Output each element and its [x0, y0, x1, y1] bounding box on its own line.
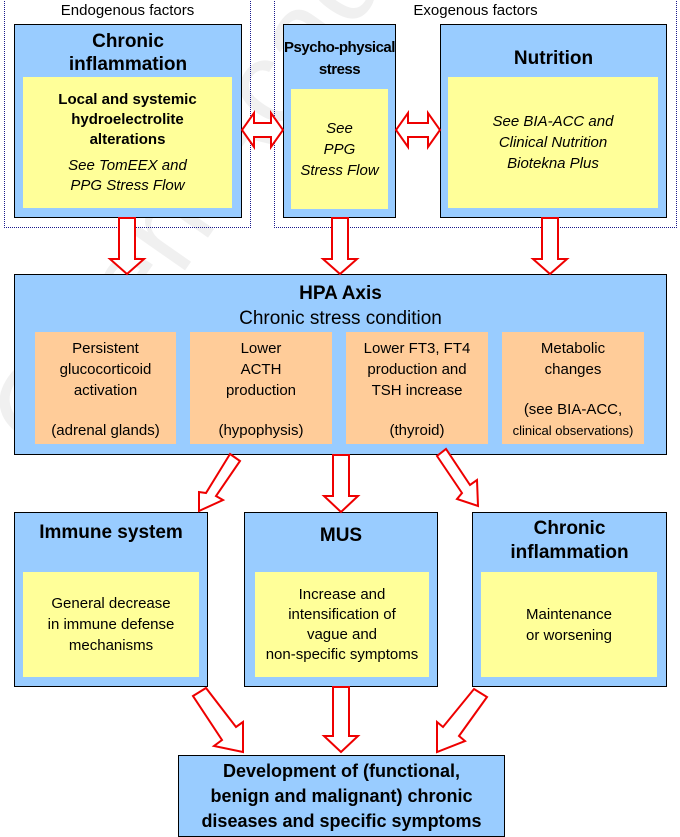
mus-title: MUS — [319, 525, 363, 546]
endogenous-factors-label: Endogenous factors — [60, 2, 195, 19]
chronic-inflammation-box[interactable]: Chronic inflammation Local and systemic … — [14, 24, 242, 218]
chronic-inflammation-outcome-title: Chronic inflammation — [510, 518, 629, 563]
arrow-immune-to-outcome — [191, 686, 244, 754]
chronic-diseases-outcome-box[interactable]: Development of (functional, benign and m… — [178, 755, 505, 837]
hpa-item-hypophysis-note: (hypophysis) — [218, 422, 304, 439]
immune-system-box[interactable]: Immune system General decrease in immune… — [14, 512, 208, 687]
immune-system-content: General decrease in immune defense mecha… — [23, 572, 199, 677]
hpa-item-thyroid-note: (thyroid) — [389, 422, 445, 439]
hydroelectrolite-text: Local and systemic hydroelectrolite alte… — [58, 90, 197, 148]
arrow-hpa-to-chronic — [435, 447, 480, 508]
mus-box[interactable]: MUS Increase and intensification of vagu… — [244, 512, 438, 687]
nutrition-reference: See BIA-ACC and Clinical Nutrition Biote… — [448, 77, 658, 208]
psycho-physical-stress-box[interactable]: Psycho-physical stress See PPG Stress Fl… — [283, 24, 396, 218]
hpa-axis-title: HPA Axis — [299, 283, 382, 304]
ppg-stress-flow-reference: See PPG Stress Flow — [291, 89, 388, 209]
tomeex-reference: See TomEEX and PPG Stress Flow — [68, 156, 187, 194]
arrow-hpa-to-immune — [198, 452, 242, 513]
nutrition-title: Nutrition — [513, 48, 594, 69]
hpa-axis-box[interactable]: HPA Axis Chronic stress condition Persis… — [14, 274, 667, 455]
arrow-chronic-to-outcome — [436, 687, 489, 754]
chronic-inflammation-outcome-box[interactable]: Chronic inflammation Maintenance or wors… — [472, 512, 667, 687]
mus-content: Increase and intensification of vague an… — [255, 572, 429, 677]
hpa-item-metabolic-note: (see BIA-ACC, — [523, 401, 623, 418]
hpa-axis-subtitle: Chronic stress condition — [239, 308, 442, 329]
chronic-inflammation-outcome-content: Maintenance or worsening — [481, 572, 657, 677]
exogenous-factors-label: Exogenous factors — [413, 2, 538, 19]
arrow-hpa-to-mus — [321, 454, 361, 514]
hpa-item-adrenal-note: (adrenal glands) — [51, 422, 160, 439]
hpa-item-adrenal[interactable]: Persistent glucocorticoid activation (ad… — [35, 332, 176, 444]
psycho-physical-stress-title: Psycho-physical stress — [284, 39, 395, 78]
hpa-item-metabolic-note2: clinical observations) — [512, 423, 634, 438]
hpa-item-thyroid[interactable]: Lower FT3, FT4 production and TSH increa… — [346, 332, 488, 444]
hpa-item-metabolic[interactable]: Metabolic changes (see BIA-ACC, clinical… — [502, 332, 644, 444]
chronic-inflammation-title: Chronic inflammation — [68, 31, 188, 75]
immune-system-title: Immune system — [39, 522, 183, 543]
hpa-item-hypophysis[interactable]: Lower ACTH production (hypophysis) — [190, 332, 332, 444]
nutrition-box[interactable]: Nutrition See BIA-ACC and Clinical Nutri… — [440, 24, 667, 218]
arrow-mus-to-outcome — [321, 686, 361, 754]
chronic-inflammation-content: Local and systemic hydroelectrolite alte… — [23, 77, 232, 208]
